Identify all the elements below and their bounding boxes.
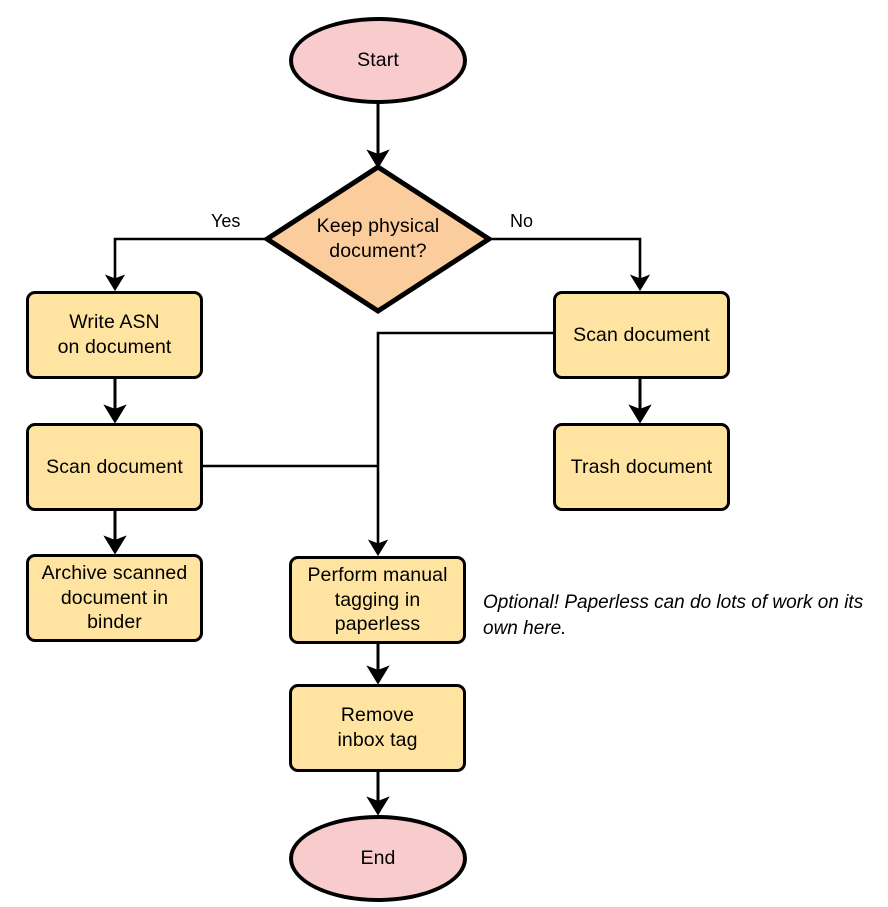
node-perform-manual-tagging[interactable]: Perform manual tagging in paperless (289, 556, 466, 644)
edge-scan-right-to-manual-tag (367, 331, 553, 557)
edge-label-no: No (510, 211, 534, 231)
node-write-asn-on-document[interactable]: Write ASN on document (26, 291, 203, 379)
node-decision-keep-physical-document[interactable]: Keep physical document? (264, 164, 492, 314)
node-archive-scanned-document[interactable]: Archive scanned document in binder (26, 554, 203, 642)
node-scan-document-right[interactable]: Scan document (553, 291, 730, 379)
edge-decision-yes-to-write-asn (104, 237, 265, 292)
node-start-label: Start (357, 49, 399, 72)
edge-decision-no-to-scan-right (491, 237, 651, 292)
node-scan-document-right-label: Scan document (573, 323, 710, 346)
node-trash-document-label: Trash document (570, 455, 713, 478)
node-manual-tagging-label: Perform manual tagging in paperless (307, 564, 448, 636)
node-start[interactable]: Start (289, 17, 467, 104)
node-remove-inbox-tag-label: Remove inbox tag (337, 704, 418, 751)
node-scan-document-left-label: Scan document (46, 455, 183, 478)
node-archive-label: Archive scanned document in binder (41, 562, 188, 634)
node-end-label: End (360, 847, 396, 870)
decision-diamond-shape (264, 164, 492, 314)
node-end[interactable]: End (289, 815, 467, 902)
edge-label-yes: Yes (211, 211, 241, 231)
node-scan-document-left[interactable]: Scan document (26, 423, 203, 511)
node-write-asn-label: Write ASN on document (57, 311, 172, 358)
annotation-optional-paperless: Optional! Paperless can do lots of work … (483, 592, 864, 640)
node-remove-inbox-tag[interactable]: Remove inbox tag (289, 684, 466, 772)
node-trash-document[interactable]: Trash document (553, 423, 730, 511)
